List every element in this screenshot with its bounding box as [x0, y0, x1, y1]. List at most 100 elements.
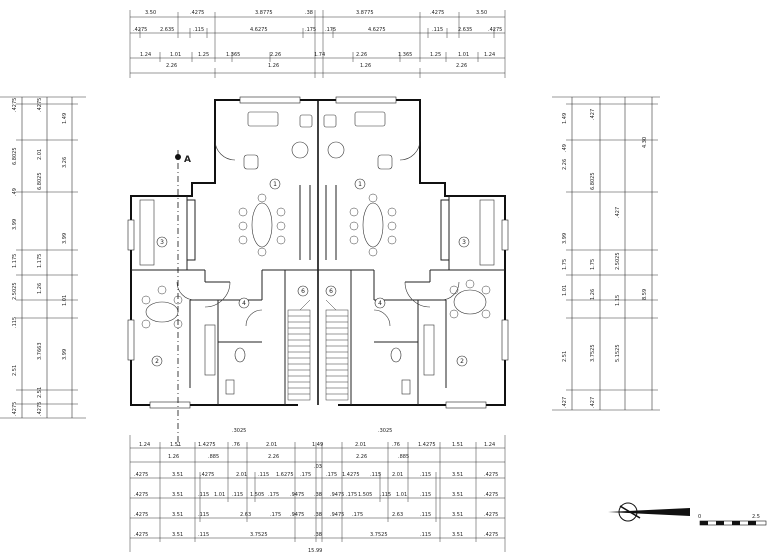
- dim-label: 1.75: [590, 259, 596, 270]
- dim-label: 2.26: [456, 63, 467, 69]
- dim-label: .115: [232, 492, 243, 498]
- dim-label: 3.26: [62, 157, 68, 168]
- dim-label: .38: [314, 492, 322, 498]
- dim-label: 3.7525: [370, 532, 388, 538]
- dim-label: 1.24: [139, 442, 150, 448]
- dim-label: 1.25: [430, 52, 441, 58]
- section-line-a: A: [175, 150, 191, 448]
- dim-label: 1.75: [562, 259, 568, 270]
- dim-label: 3.99: [62, 349, 68, 360]
- dim-label: 3.51: [172, 472, 183, 478]
- dim-label: 3.7525: [590, 345, 596, 363]
- dim-label: 3.51: [452, 512, 463, 518]
- dim-label: 3.7525: [250, 532, 268, 538]
- room-number: 3: [160, 239, 164, 246]
- dim-label: .175: [300, 472, 311, 478]
- dim-label: .49: [562, 144, 568, 152]
- dim-label: 2.01: [392, 472, 403, 478]
- dim-label: 2.63: [240, 512, 251, 518]
- dim-label: 1.15: [615, 295, 621, 306]
- dim-label: .4275: [133, 27, 147, 33]
- dim-label: .9475: [330, 492, 344, 498]
- dim-label: 3.99: [562, 233, 568, 244]
- dim-label: 2.63: [392, 512, 403, 518]
- dim-label: 3.51: [172, 532, 183, 538]
- dim-label: 4.30: [642, 137, 648, 148]
- room-number: 3: [462, 239, 466, 246]
- dim-label: .9475: [290, 512, 304, 518]
- right-dimension-chains: [552, 96, 660, 411]
- dim-label: 1.51: [170, 442, 181, 448]
- right-dimension-labels: 1.49 .49 2.26 3.99 1.75 1.01 1.26 3.7525…: [562, 109, 648, 408]
- dim-label: .115: [420, 532, 431, 538]
- dim-label: .38: [314, 512, 322, 518]
- room-number: 6: [329, 288, 333, 295]
- dim-label: 1.01: [562, 285, 568, 296]
- dim-label: 1.49: [312, 442, 323, 448]
- dim-label: 1.4275: [418, 442, 436, 448]
- room-number-markers: [151, 178, 470, 367]
- dim-label: 3.51: [452, 492, 463, 498]
- dim-label: .427: [615, 207, 621, 218]
- dim-label: 2.01: [266, 442, 277, 448]
- dim-label: .4275: [430, 10, 444, 16]
- dim-label: 2.26: [356, 454, 367, 460]
- dim-label: 2.01: [355, 442, 366, 448]
- dim-label: .4275: [488, 27, 502, 33]
- scale-label: 0: [698, 514, 701, 520]
- left-dimension-labels: .4275 6.8025 .49 2.01 3.99 1.175 2.5025 …: [12, 98, 68, 416]
- dim-label: .4275: [200, 472, 214, 478]
- dim-label: 1.175: [12, 254, 18, 268]
- dim-label: 3.99: [12, 219, 18, 230]
- dim-label: 1.6275: [276, 472, 294, 478]
- dim-label: 3.51: [172, 492, 183, 498]
- dim-label: 1.26: [590, 289, 596, 300]
- section-marker-label: A: [184, 155, 191, 165]
- dim-label: .885: [398, 454, 409, 460]
- dim-label: 2.51: [12, 365, 18, 376]
- dim-label: 1.4275: [198, 442, 216, 448]
- dim-label: 3.50: [476, 10, 487, 16]
- dim-label: .115: [380, 492, 391, 498]
- dim-label: .3025: [232, 428, 246, 434]
- dim-label: .175: [326, 472, 337, 478]
- dim-label: .76: [392, 442, 400, 448]
- dim-label: 5.1525: [615, 345, 621, 363]
- dim-label: .4275: [134, 472, 148, 478]
- dim-label: 8.59: [642, 289, 648, 300]
- dim-label: 3.50: [145, 10, 156, 16]
- dim-label: .115: [370, 472, 381, 478]
- dim-label: .115: [198, 532, 209, 538]
- dim-label: 1.74: [314, 52, 325, 58]
- dim-label: 1.49: [562, 113, 568, 124]
- left-dimension-chains: [0, 96, 86, 419]
- furniture: [139, 111, 495, 395]
- interior-walls: [131, 185, 505, 405]
- dim-label: 1.365: [398, 52, 412, 58]
- dim-label: .49: [12, 188, 18, 196]
- dim-label: .4275: [37, 98, 43, 112]
- dim-label: .175: [346, 492, 357, 498]
- dim-label: .427: [562, 397, 568, 408]
- dim-label: .4275: [12, 98, 18, 112]
- room-number: 2: [460, 358, 464, 365]
- dim-label: .3025: [378, 428, 392, 434]
- top-dimension-labels: 3.50 .4275 3.8775 .38 3.8775 .4275 3.50 …: [133, 10, 502, 69]
- dim-label: 1.26: [37, 283, 43, 294]
- dim-label: 2.01: [236, 472, 247, 478]
- dim-label: 1.505: [358, 492, 372, 498]
- dim-label: 6.8025: [37, 173, 43, 191]
- dim-label: .4275: [190, 10, 204, 16]
- dim-label: 2.51: [37, 387, 43, 398]
- dim-label: .4275: [134, 492, 148, 498]
- dim-label: 2.5025: [615, 253, 621, 271]
- dim-label: 1.24: [140, 52, 151, 58]
- dim-label: .9475: [330, 512, 344, 518]
- dim-label: 3.8775: [356, 10, 374, 16]
- dim-label: .03: [314, 464, 322, 470]
- dim-label: .4275: [484, 492, 498, 498]
- dim-label: .885: [208, 454, 219, 460]
- dim-label: 3.51: [452, 472, 463, 478]
- dim-label: .4275: [12, 402, 18, 416]
